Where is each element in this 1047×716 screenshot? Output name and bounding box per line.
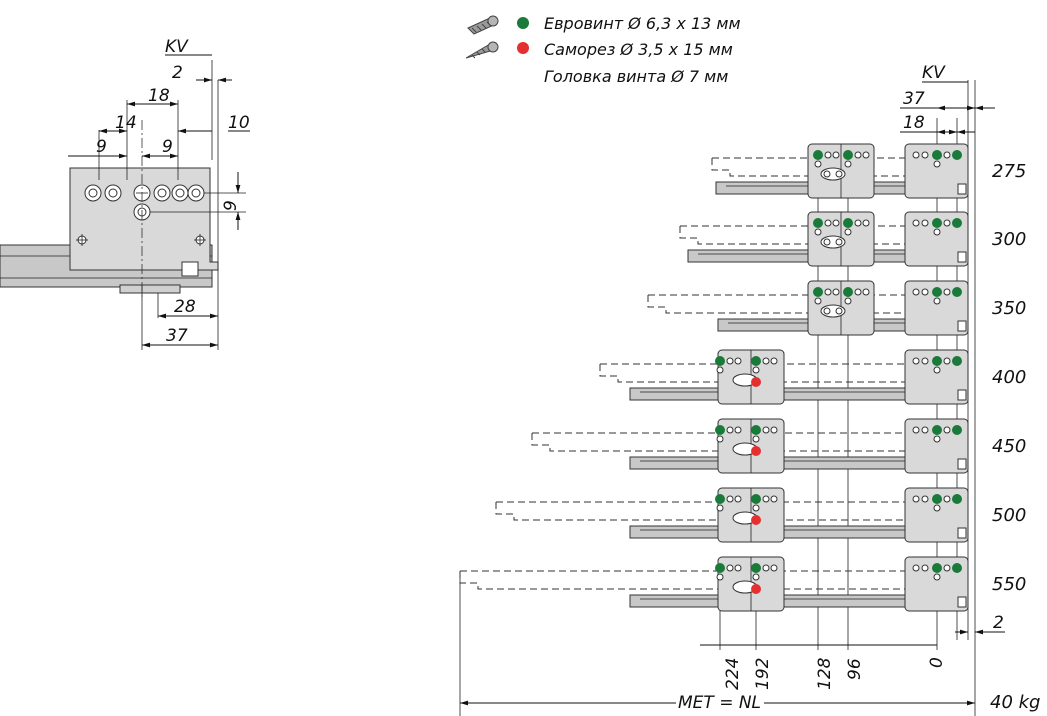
side-kv-label: KV <box>165 37 189 57</box>
front-dim-18: 18 <box>903 113 925 133</box>
euro-screw-dot <box>932 563 942 573</box>
side-dim-2: 2 <box>172 63 183 83</box>
legend: Евровинт Ø 6,3 x 13 мм Саморез Ø 3,5 x 1… <box>465 14 741 86</box>
side-dim-14: 14 <box>115 113 137 133</box>
front-x-224: 224 <box>723 658 743 690</box>
euro-screw-dot <box>715 356 725 366</box>
euro-screw-dot <box>813 218 823 228</box>
length-label: 500 <box>992 505 1026 526</box>
side-dim-37: 37 <box>166 326 188 346</box>
legend-euro-label: Евровинт Ø 6,3 x 13 мм <box>544 14 741 33</box>
side-dim-10: 10 <box>228 113 250 133</box>
euro-screw-dot <box>843 218 853 228</box>
side-dim-28: 28 <box>174 297 196 317</box>
drawer-outline <box>459 570 969 597</box>
front-bracket <box>904 556 969 612</box>
side-dim-9a: 9 <box>96 137 107 157</box>
side-dim-9b: 9 <box>162 137 173 157</box>
length-label: 350 <box>992 298 1026 319</box>
euro-screw-dot <box>813 287 823 297</box>
front-bracket <box>904 143 969 199</box>
side-dim-18: 18 <box>148 86 170 106</box>
front-x-128: 128 <box>815 657 835 690</box>
front-x-0: 0 <box>927 657 947 668</box>
euro-screw-dot <box>843 150 853 160</box>
euro-screw-dot <box>932 218 942 228</box>
euro-screw-dot <box>932 494 942 504</box>
euro-screw-dot <box>932 425 942 435</box>
front-bracket <box>904 211 969 267</box>
euro-screw-dot <box>932 356 942 366</box>
front-x-192: 192 <box>753 658 773 690</box>
front-dim-2: 2 <box>993 613 1004 633</box>
euro-screw-icon <box>467 15 499 35</box>
length-label: 300 <box>992 229 1026 250</box>
euro-screw-dot <box>751 356 761 366</box>
front-bracket <box>904 280 969 336</box>
euro-screw-dot <box>715 425 725 435</box>
euro-screw-dot <box>952 150 962 160</box>
euro-screw-dot <box>843 287 853 297</box>
euro-screw-dot <box>932 287 942 297</box>
euro-screw-dot <box>751 494 761 504</box>
euro-screw-dot <box>952 563 962 573</box>
legend-self-tapping-label: Саморез Ø 3,5 x 15 мм <box>544 40 733 59</box>
front-x-96: 96 <box>845 658 865 680</box>
length-label: 400 <box>992 367 1026 388</box>
self-tapping-screw-dot <box>751 515 761 525</box>
euro-screw-dot <box>932 150 942 160</box>
front-bracket <box>904 349 969 405</box>
euro-screw-dot <box>751 563 761 573</box>
self-tapping-screw-dot <box>751 377 761 387</box>
front-kv-label: KV <box>922 63 946 83</box>
self-tapping-screw-dot <box>751 584 761 594</box>
front-view: KV 37 18 275 300 350 400 450 500 550 2 224 192… <box>459 63 1040 716</box>
euro-screw-dot <box>813 150 823 160</box>
euro-screw-dot <box>952 287 962 297</box>
euro-screw-dot <box>952 218 962 228</box>
self-tapping-screw-dot <box>517 42 529 54</box>
length-label: 550 <box>992 574 1026 595</box>
euro-screw-dot <box>751 425 761 435</box>
legend-head-label: Головка винта Ø 7 мм <box>544 67 728 86</box>
length-label: 450 <box>992 436 1026 457</box>
side-view: KV 2 18 14 10 9 9 9 28 37 <box>0 37 250 350</box>
front-bracket <box>904 418 969 474</box>
euro-screw-dot <box>517 17 529 29</box>
euro-screw-dot <box>952 494 962 504</box>
front-dim-37: 37 <box>903 89 925 109</box>
self-tapping-screw-icon <box>465 41 499 59</box>
euro-screw-dot <box>715 563 725 573</box>
euro-screw-dot <box>952 425 962 435</box>
front-load-label: 40 kg <box>990 692 1040 713</box>
length-label: 275 <box>992 161 1026 182</box>
front-met-label: MET = NL <box>678 693 761 713</box>
euro-screw-dot <box>715 494 725 504</box>
self-tapping-screw-dot <box>751 446 761 456</box>
front-bracket <box>904 487 969 543</box>
side-dim-9v: 9 <box>221 200 241 211</box>
euro-screw-dot <box>952 356 962 366</box>
